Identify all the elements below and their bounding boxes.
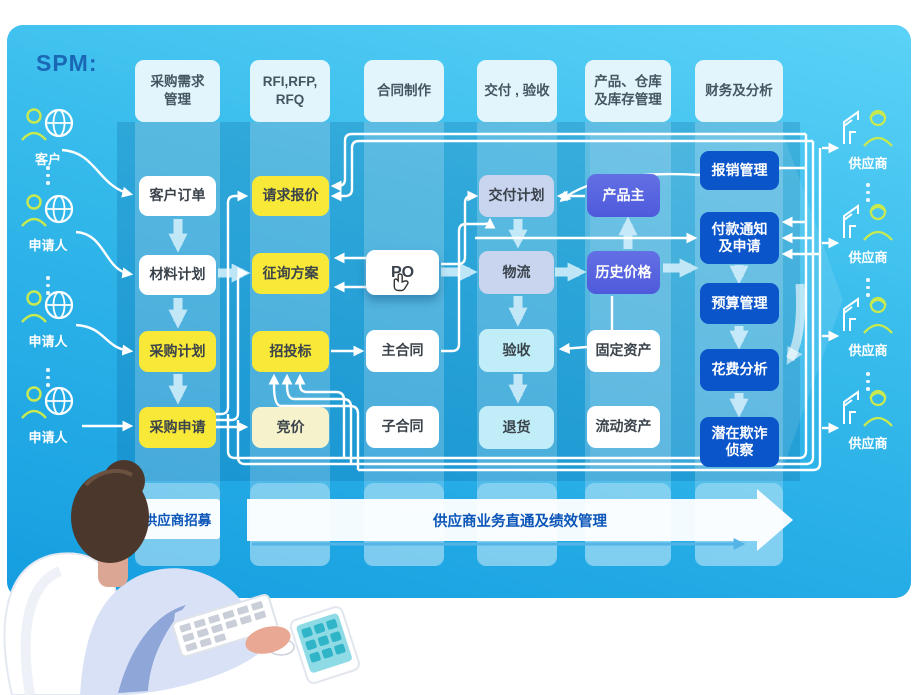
supplier-2: 供应商 bbox=[832, 200, 904, 266]
supplier-1: 供应商 bbox=[832, 106, 904, 172]
node-auction: 竞价 bbox=[252, 407, 329, 448]
ellipsis-dots bbox=[12, 166, 84, 185]
ellipsis-dots bbox=[832, 372, 904, 391]
node-expense-mgmt: 报销管理 bbox=[700, 151, 779, 190]
spm-label: SPM: bbox=[36, 50, 98, 76]
node-master-contract: 主合同 bbox=[366, 330, 439, 372]
person-with-globe-icon bbox=[21, 108, 74, 141]
house-with-worker-icon bbox=[843, 109, 893, 147]
calculator-tablet-icon bbox=[289, 606, 360, 684]
column-header-rfx: RFI,RFP, RFQ bbox=[250, 60, 330, 122]
column-header-contracting: 合同制作 bbox=[364, 60, 444, 122]
ellipsis-dots bbox=[832, 278, 904, 297]
passthrough-arrow-band bbox=[247, 489, 793, 551]
node-purchase-request: 采购申请 bbox=[139, 407, 216, 448]
node-bidding: 招投标 bbox=[252, 331, 329, 372]
node-fraud-detection: 潜在欺诈 侦察 bbox=[700, 417, 779, 467]
node-purchase-plan: 采购计划 bbox=[139, 331, 216, 372]
hand-cursor-icon bbox=[393, 273, 409, 292]
ellipsis-dots bbox=[832, 183, 904, 202]
column-header-demand-management: 采购需求 管理 bbox=[135, 60, 220, 122]
supplier-passthrough-label: 供应商业务直通及绩效管理 bbox=[433, 513, 607, 530]
node-spend-analysis: 花费分析 bbox=[700, 349, 779, 391]
column-header-warehouse: 产品、仓库 及库存管理 bbox=[585, 60, 671, 122]
column-header-finance: 财务及分析 bbox=[695, 60, 783, 122]
supplier-3: 供应商 bbox=[832, 293, 904, 359]
node-budget-mgmt: 预算管理 bbox=[700, 283, 779, 324]
woman-at-desk-illustration bbox=[0, 460, 400, 695]
supplier-recruitment-band: 供应商招募 bbox=[135, 499, 220, 539]
house-with-worker-icon bbox=[843, 389, 893, 427]
node-material-plan: 材料计划 bbox=[139, 255, 216, 295]
actor-requester-1: 申请人 bbox=[12, 192, 84, 254]
person-with-globe-icon bbox=[21, 290, 74, 323]
node-price-history: 历史价格 bbox=[587, 251, 660, 294]
node-product-master: 产品主 bbox=[587, 174, 660, 217]
node-returns: 退货 bbox=[479, 406, 554, 449]
node-request-quote: 请求报价 bbox=[252, 176, 329, 216]
node-po[interactable]: PO bbox=[366, 250, 439, 295]
node-fixed-assets: 固定资产 bbox=[587, 330, 660, 372]
actor-requester-2: 申请人 bbox=[12, 288, 84, 350]
node-delivery-plan: 交付计划 bbox=[479, 175, 554, 217]
node-payment-notice: 付款通知 及申请 bbox=[700, 212, 779, 264]
person-with-globe-icon bbox=[21, 386, 74, 419]
node-acceptance: 验收 bbox=[479, 329, 554, 372]
house-with-worker-icon bbox=[843, 203, 893, 241]
person-with-globe-icon bbox=[21, 194, 74, 227]
actor-customer: 客户 bbox=[12, 106, 84, 168]
node-current-assets: 流动资产 bbox=[587, 406, 660, 448]
supplier-4: 供应商 bbox=[832, 386, 904, 452]
node-logistics: 物流 bbox=[479, 251, 554, 294]
node-customer-order: 客户订单 bbox=[139, 176, 216, 216]
ellipsis-dots bbox=[12, 276, 84, 295]
node-rfp-solution: 征询方案 bbox=[252, 253, 329, 294]
ellipsis-dots bbox=[12, 368, 84, 387]
house-with-worker-icon bbox=[843, 296, 893, 334]
column-header-delivery: 交付 , 验收 bbox=[477, 60, 557, 122]
actor-requester-3: 申请人 bbox=[12, 384, 84, 446]
node-sub-contract: 子合同 bbox=[366, 406, 439, 448]
